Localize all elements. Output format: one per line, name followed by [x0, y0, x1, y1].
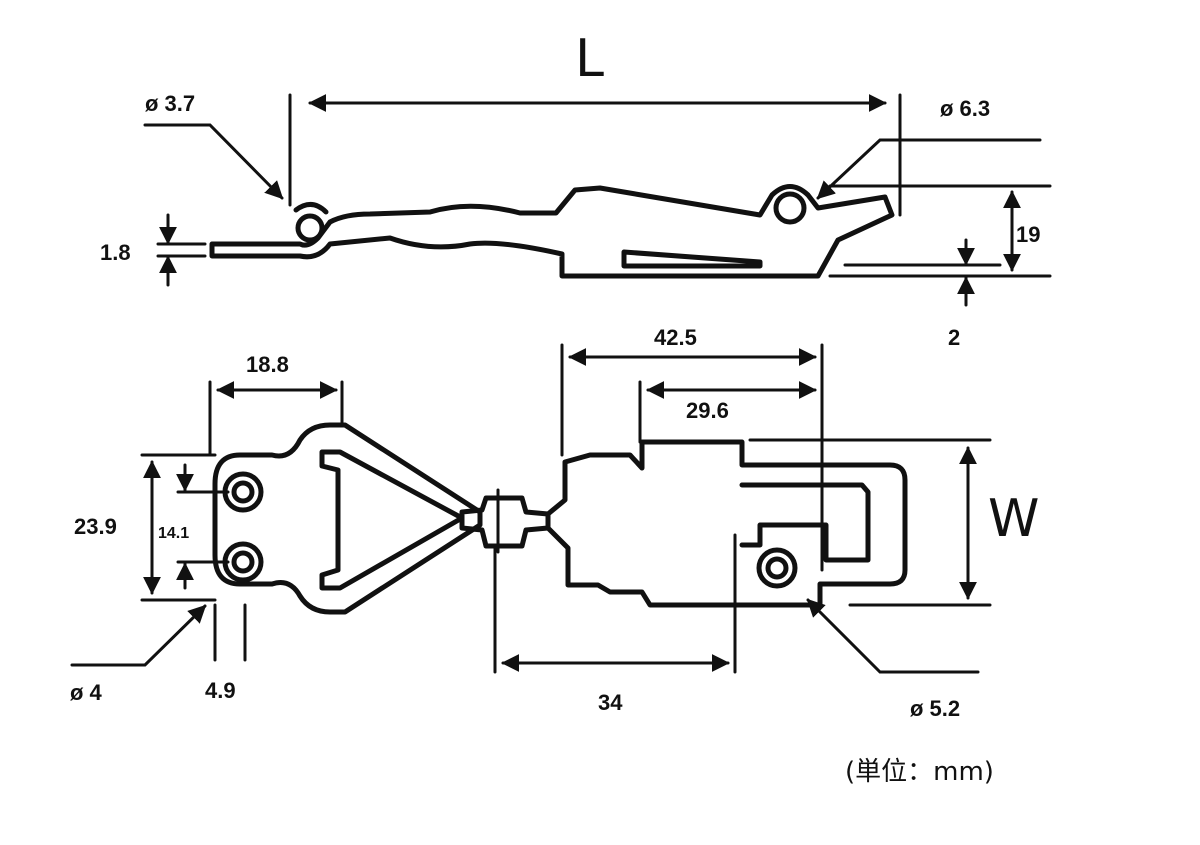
label-phi-6-3: ø 6.3 — [940, 96, 990, 121]
mount-hole-upper — [222, 471, 264, 513]
unit-note: (単位：mm) — [845, 757, 994, 787]
latch-side-body — [209, 184, 895, 279]
label-W: W — [988, 489, 1039, 549]
label-42-5: 42.5 — [654, 325, 697, 350]
label-L: L — [575, 29, 604, 89]
label-phi-3-7: ø 3.7 — [145, 91, 195, 116]
label-phi-5-2: ø 5.2 — [910, 696, 960, 721]
hole-6-3 — [773, 191, 807, 225]
base-plate — [212, 422, 483, 615]
latch-top-body — [545, 439, 908, 608]
label-34: 34 — [598, 690, 623, 715]
triangle-opening — [319, 449, 465, 591]
label-1-8: 1.8 — [100, 240, 131, 265]
hook-loop — [739, 482, 871, 563]
label-29-6: 29.6 — [686, 398, 729, 423]
label-18-8: 18.8 — [246, 352, 289, 377]
side-slot — [621, 249, 763, 269]
label-phi-4: ø 4 — [70, 680, 103, 705]
label-4-9: 4.9 — [205, 678, 236, 703]
label-19: 19 — [1016, 222, 1040, 247]
label-2: 2 — [948, 325, 960, 350]
side-view — [143, 93, 1052, 307]
hole-5-2 — [756, 547, 798, 589]
label-14-1: 14.1 — [158, 525, 189, 542]
label-23-9: 23.9 — [74, 514, 117, 539]
mount-hole-lower — [222, 541, 264, 583]
hinge-pin — [459, 495, 551, 549]
hole-3-7 — [295, 213, 325, 243]
top-view — [70, 343, 992, 674]
